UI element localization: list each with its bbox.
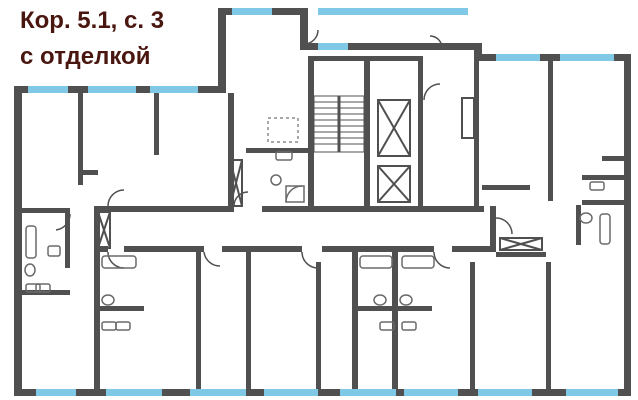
bathroom-fixtures: [24, 151, 611, 331]
plan-title-line-1: Кор. 5.1, с. 3: [20, 7, 165, 34]
dashed-outline: [267, 117, 299, 143]
plan-title-line-2: с отделкой: [20, 43, 151, 70]
elevator-shafts: [97, 97, 543, 251]
staircase: [313, 95, 365, 153]
interior-walls: [22, 56, 624, 389]
windows: [28, 8, 618, 396]
